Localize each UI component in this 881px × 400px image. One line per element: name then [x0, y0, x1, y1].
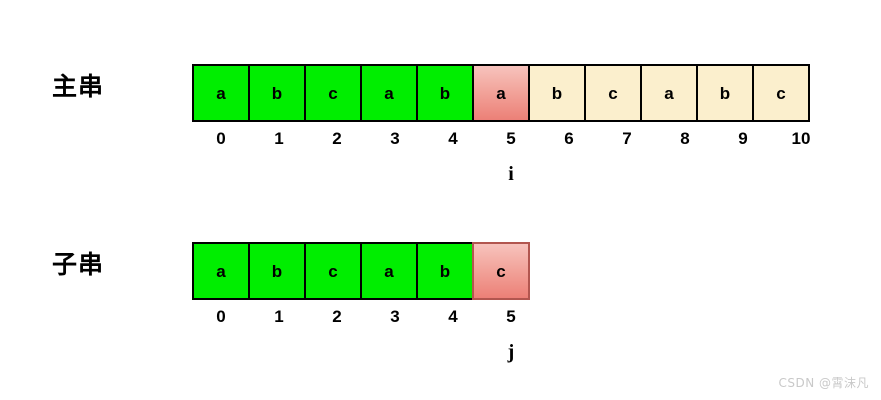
- main-cell-8: a: [640, 64, 698, 122]
- main-index-1: 1: [274, 129, 284, 148]
- sub-string-cells: a b c a b c: [192, 242, 530, 300]
- main-cell-5-mismatch: a: [472, 64, 530, 122]
- pointer-slot-0: [192, 164, 250, 184]
- sub-index-3: 3: [390, 307, 400, 326]
- pointer-slot-3: [366, 342, 424, 362]
- sub-index-1: 1: [274, 307, 284, 326]
- main-string-pointer-row: i: [192, 164, 540, 184]
- main-cell-4: b: [416, 64, 474, 122]
- sub-cell-4: b: [416, 242, 474, 300]
- main-index-4: 4: [448, 129, 458, 148]
- sub-string-index-row: 0 1 2 3 4 5: [192, 308, 540, 325]
- main-cell-9: b: [696, 64, 754, 122]
- sub-string-label: 子串: [52, 250, 105, 279]
- pointer-slot-4: [424, 164, 482, 184]
- main-cell-1: b: [248, 64, 306, 122]
- watermark: CSDN @霄沫凡: [778, 376, 869, 390]
- main-index-2: 2: [332, 129, 342, 148]
- pointer-slot-1: [250, 164, 308, 184]
- main-index-7: 7: [622, 129, 632, 148]
- main-index-8: 8: [680, 129, 690, 148]
- pointer-slot-2: [308, 342, 366, 362]
- sub-index-0: 0: [216, 307, 226, 326]
- sub-index-5: 5: [506, 307, 516, 326]
- main-string-label: 主串: [52, 72, 105, 101]
- sub-cell-5-mismatch: c: [472, 242, 530, 300]
- pointer-slot-1: [250, 342, 308, 362]
- pointer-i: i: [508, 163, 514, 185]
- sub-index-4: 4: [448, 307, 458, 326]
- main-string-index-row: 0 1 2 3 4 5 6 7 8 9 10: [192, 130, 830, 147]
- main-cell-6: b: [528, 64, 586, 122]
- pointer-j: j: [507, 341, 515, 363]
- pointer-slot-2: [308, 164, 366, 184]
- pointer-slot-0: [192, 342, 250, 362]
- main-index-3: 3: [390, 129, 400, 148]
- main-cell-3: a: [360, 64, 418, 122]
- main-index-6: 6: [564, 129, 574, 148]
- sub-cell-2: c: [304, 242, 362, 300]
- main-string-cells: a b c a b a b c a b c: [192, 64, 810, 122]
- main-index-0: 0: [216, 129, 226, 148]
- main-index-9: 9: [738, 129, 748, 148]
- sub-cell-1: b: [248, 242, 306, 300]
- sub-index-2: 2: [332, 307, 342, 326]
- main-cell-10: c: [752, 64, 810, 122]
- main-cell-2: c: [304, 64, 362, 122]
- sub-cell-0: a: [192, 242, 250, 300]
- pointer-slot-4: [424, 342, 482, 362]
- main-cell-7: c: [584, 64, 642, 122]
- sub-cell-3: a: [360, 242, 418, 300]
- sub-string-pointer-row: j: [192, 342, 540, 362]
- main-index-5: 5: [506, 129, 516, 148]
- pointer-slot-3: [366, 164, 424, 184]
- main-index-10: 10: [791, 129, 811, 148]
- main-cell-0: a: [192, 64, 250, 122]
